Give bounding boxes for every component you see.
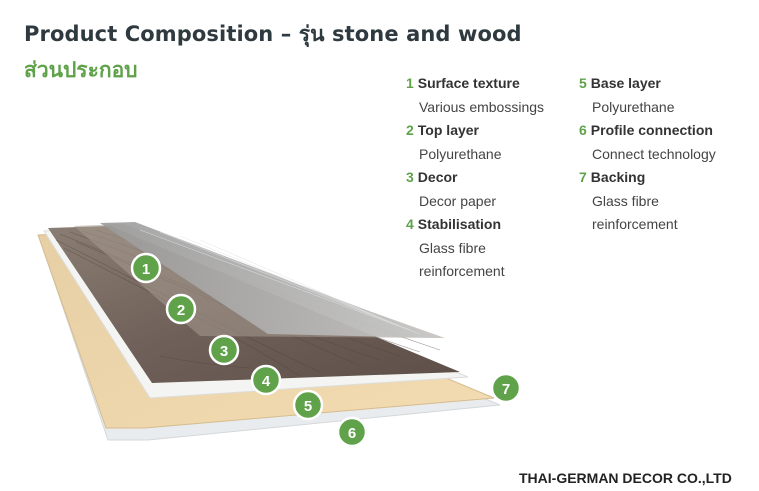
marker-4-label: 4 — [262, 373, 271, 390]
marker-7-label: 7 — [502, 381, 510, 398]
legend-desc: Glass fibre — [592, 192, 659, 209]
legend-name: Base layer — [590, 75, 661, 91]
legend-number: 1 — [406, 75, 414, 91]
legend-number: 2 — [406, 122, 414, 138]
marker-5: 5 — [292, 389, 324, 421]
legend-name: Profile connection — [590, 122, 713, 138]
legend-number: 6 — [579, 122, 587, 138]
marker-6: 6 — [336, 416, 368, 448]
marker-2: 2 — [165, 293, 197, 325]
marker-7: 7 — [490, 372, 522, 404]
marker-4: 4 — [250, 364, 282, 396]
legend-desc: Various embossings — [419, 98, 545, 115]
legend-number: 5 — [579, 75, 587, 91]
legend-desc: Decor paper — [419, 192, 497, 209]
legend-name: Top layer — [417, 122, 479, 138]
marker-3: 3 — [208, 334, 240, 366]
legend-desc: reinforcement — [592, 216, 678, 232]
company-name: THAI-GERMAN DECOR CO.,LTD — [519, 470, 732, 486]
marker-3-label: 3 — [220, 343, 228, 360]
legend-desc: Connect technology — [592, 145, 716, 162]
legend-number: 7 — [579, 169, 587, 185]
layer-surface-texture — [100, 222, 440, 338]
legend-desc: Polyurethane — [592, 98, 675, 115]
marker-1: 1 — [130, 252, 162, 284]
legend-name: Decor — [417, 169, 458, 185]
page-title: Product Composition – รุ่น stone and woo… — [24, 22, 522, 46]
marker-2-label: 2 — [177, 302, 185, 319]
legend-name: Backing — [590, 169, 646, 185]
marker-1-label: 1 — [142, 261, 150, 278]
legend-desc: Polyurethane — [419, 145, 502, 162]
legend-number: 4 — [406, 216, 414, 232]
legend-desc: Glass fibre — [419, 239, 486, 256]
legend-number: 3 — [406, 169, 414, 185]
page-subtitle: ส่วนประกอบ — [24, 58, 138, 82]
marker-6-label: 6 — [348, 425, 356, 442]
texture-grain — [139, 229, 421, 335]
legend-desc: reinforcement — [419, 263, 505, 279]
legend-name: Stabilisation — [417, 216, 502, 232]
marker-5-label: 5 — [304, 398, 312, 415]
legend-name: Surface texture — [417, 75, 520, 91]
